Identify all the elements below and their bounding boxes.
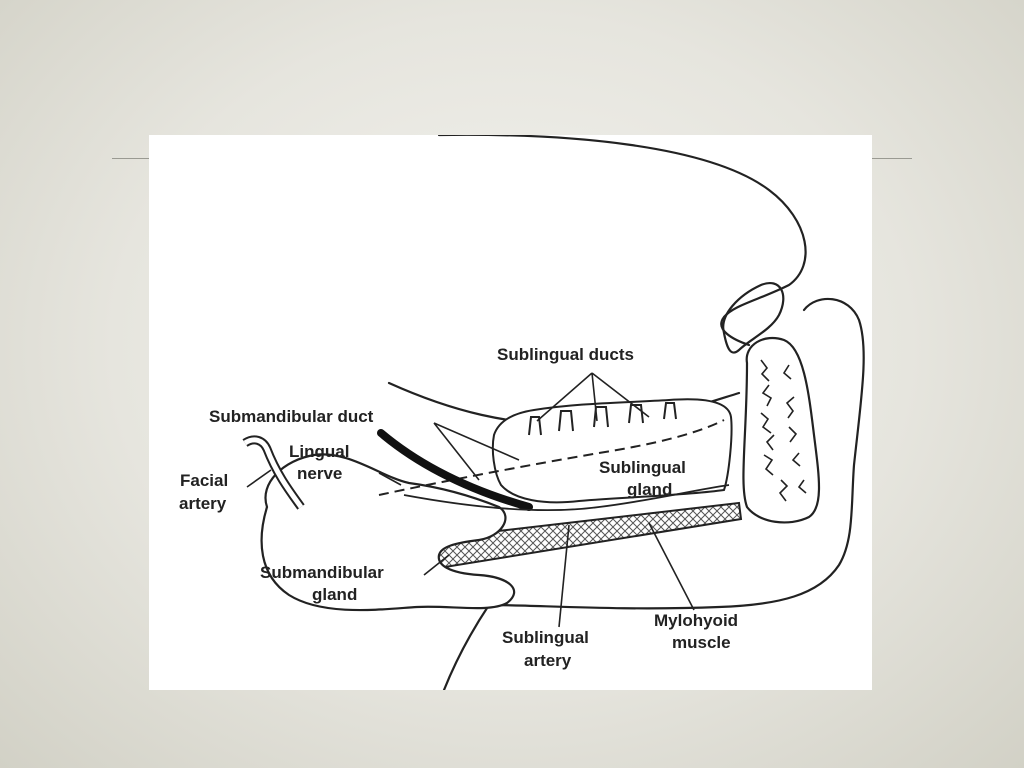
label-sublingual-gland-line2: gland — [627, 480, 672, 499]
label-lingual-nerve-line2: nerve — [297, 464, 342, 483]
label-facial-artery-line2: artery — [179, 494, 227, 513]
label-submandibular-gland-line2: gland — [312, 585, 357, 604]
label-submandibular-duct: Submandibular duct — [209, 407, 374, 426]
label-sublingual-ducts: Sublingual ducts — [497, 345, 634, 364]
label-mylohyoid-muscle-line2: muscle — [672, 633, 731, 652]
title-rule-right — [872, 158, 912, 159]
label-facial-artery-line1: Facial — [180, 471, 228, 490]
salivary-gland-diagram: Sublingual ducts Submandibular duct Ling… — [149, 135, 872, 690]
label-sublingual-artery-line2: artery — [524, 651, 572, 670]
label-lingual-nerve-line1: Lingual — [289, 442, 349, 461]
lower-tooth — [723, 283, 783, 352]
sublingual-gland-shape — [493, 399, 732, 502]
title-rule-left — [112, 158, 152, 159]
anatomy-figure: Sublingual ducts Submandibular duct Ling… — [149, 135, 872, 690]
bone-marrow — [761, 360, 806, 501]
label-sublingual-gland-line1: Sublingual — [599, 458, 686, 477]
tongue-outline — [439, 135, 806, 345]
label-submandibular-gland-line1: Submandibular — [260, 563, 384, 582]
label-mylohyoid-muscle-line1: Mylohyoid — [654, 611, 738, 630]
label-sublingual-artery-line1: Sublingual — [502, 628, 589, 647]
